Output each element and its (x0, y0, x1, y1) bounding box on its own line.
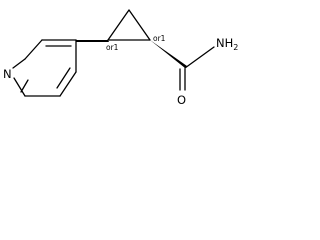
stereo-label-right: or1 (153, 34, 166, 43)
ring-bond (59, 71, 77, 97)
ring-bond (107, 9, 130, 41)
wedge-bond (150, 40, 187, 68)
stereo-label-left: or1 (106, 43, 119, 52)
amine-label: NH (216, 36, 233, 50)
chemical-structure: N or1 or1 O NH2 (3, 9, 238, 107)
ring-double-bond (20, 79, 29, 93)
wedge-bond (76, 40, 109, 42)
pyridine-ring (12, 39, 77, 97)
ring-bond (24, 39, 43, 60)
amide-bond (184, 46, 215, 69)
atom-oxygen: O (177, 93, 186, 107)
cyclopropane-ring (107, 9, 151, 41)
ring-bond (128, 9, 151, 41)
carbonyl-bond (179, 68, 186, 91)
ring-bond (13, 77, 26, 97)
atom-amine: NH2 (216, 36, 238, 52)
amine-subscript: 2 (233, 43, 238, 52)
ring-double-bond (56, 67, 71, 89)
ring-bond (12, 58, 26, 69)
atom-nitrogen: N (3, 67, 12, 81)
